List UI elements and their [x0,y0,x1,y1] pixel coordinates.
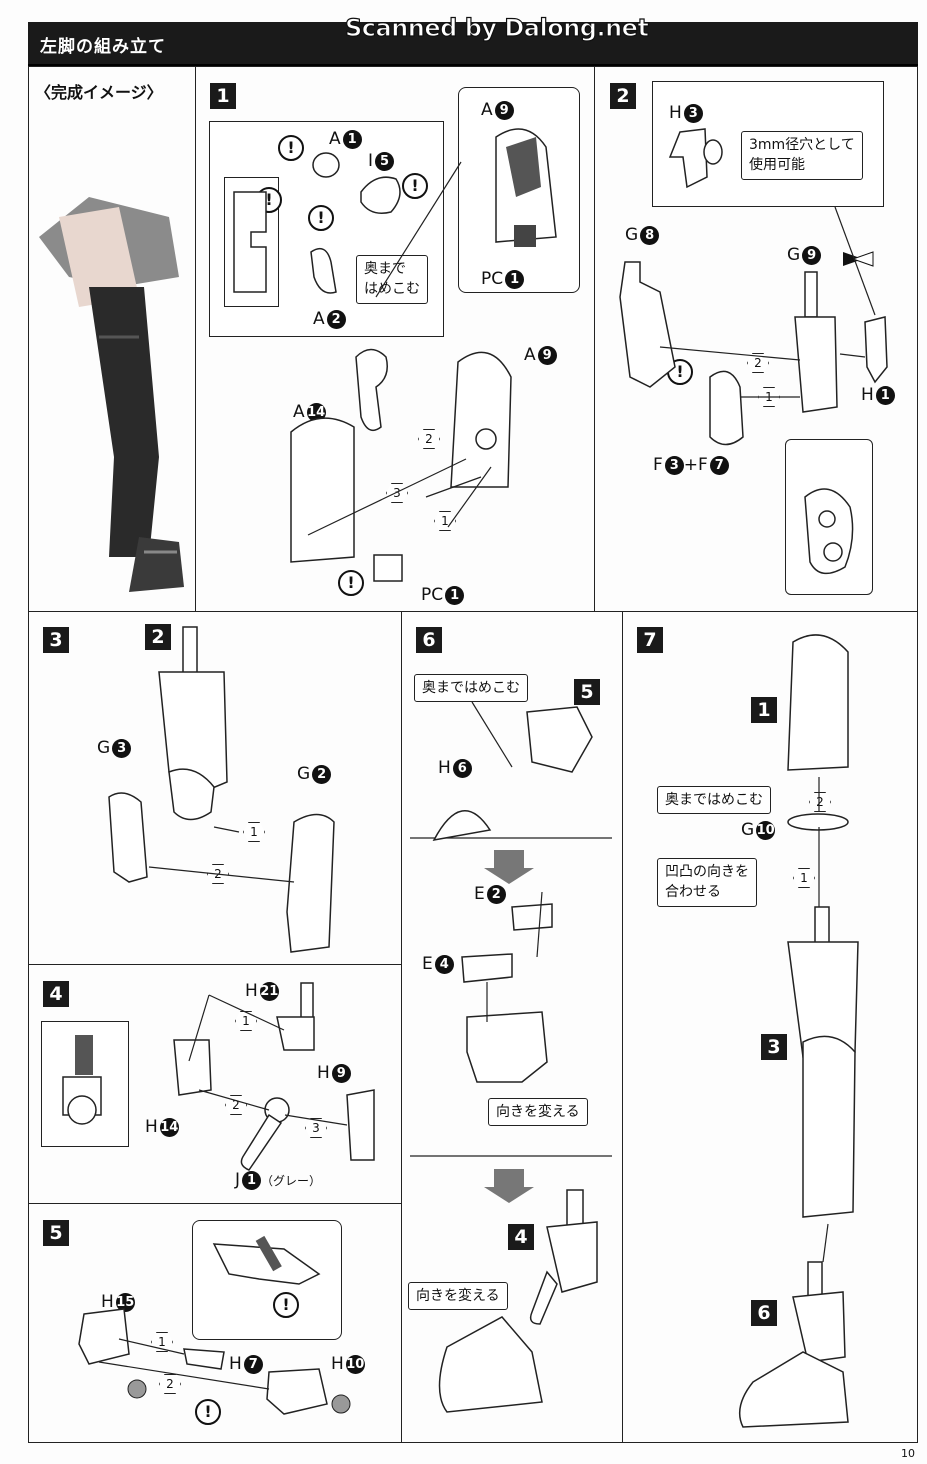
step-2-panel: 2 H3 3mm径穴として 使用可能 G8 G9 H1 F3+F7 ! ! 2 … [594,66,918,612]
step-3-ref-badge: 2 [145,624,171,650]
preview-title: 〈完成イメージ〉 [35,83,163,102]
order-marker: 2 [747,353,769,373]
step-7-note-press: 奥まではめこむ [657,786,771,815]
step-7-note-align: 凹凸の向きを 合わせる [657,858,757,907]
step-1-number: 1 [210,83,236,109]
caution-icon: ! [402,173,428,199]
step-1-parts-drawing [233,128,557,582]
step-7-number: 7 [637,627,663,653]
page-number: 10 [901,1447,915,1460]
caution-icon: ! [273,1292,299,1318]
step-7-ref-badge-6: 6 [751,1300,777,1326]
order-marker: 2 [159,1374,181,1394]
caution-icon: ! [278,135,304,161]
step-2-note: 3mm径穴として 使用可能 [741,131,863,180]
step-6-number: 6 [416,627,442,653]
step-2-number: 2 [610,83,636,109]
order-marker: 1 [434,511,456,531]
order-marker: 3 [386,483,408,503]
step-7-ref-badge-1: 1 [751,697,777,723]
order-marker: 1 [243,822,265,842]
caution-icon: ! [667,359,693,385]
step-5-parts-drawing [78,1235,351,1415]
caution-icon: ! [338,570,364,596]
order-marker: 3 [305,1118,327,1138]
step-4-parts-drawing [62,982,375,1171]
order-marker: 2 [225,1095,247,1115]
order-marker: 1 [151,1332,173,1352]
step-6-note-press: 奥まではめこむ [414,674,528,703]
step-3-panel: 3 2 G3 G2 1 2 [28,611,402,965]
step-7-parts-drawing [738,634,859,1428]
caution-icon: ! [195,1399,221,1425]
scan-watermark: Scanned by Dalong.net [344,13,649,42]
order-marker: 2 [418,429,440,449]
preview-panel: 〈完成イメージ〉 [28,66,196,612]
step-6-note-turn-2: 向きを変える [408,1282,508,1311]
step-3-number: 3 [43,627,69,653]
header-bar [28,22,918,66]
leg-preview-image [39,197,184,592]
step-7-ref-badge-3: 3 [761,1034,787,1060]
step-3-parts-drawing [108,626,335,953]
step-5-number: 5 [43,1220,69,1246]
step-6-parts-drawing [410,701,612,1413]
order-marker: 1 [235,1011,257,1031]
step-6-note-turn-1: 向きを変える [488,1098,588,1127]
caution-icon: ! [308,205,334,231]
order-marker: 2 [809,792,831,812]
step-2-parts-drawing [619,128,888,575]
order-marker: 1 [793,868,815,888]
step-6-ref-badge-4: 4 [508,1224,534,1250]
step-6-ref-badge-5: 5 [574,679,600,705]
page-title: 左脚の組み立て [40,37,166,57]
step-4-number: 4 [43,981,69,1007]
